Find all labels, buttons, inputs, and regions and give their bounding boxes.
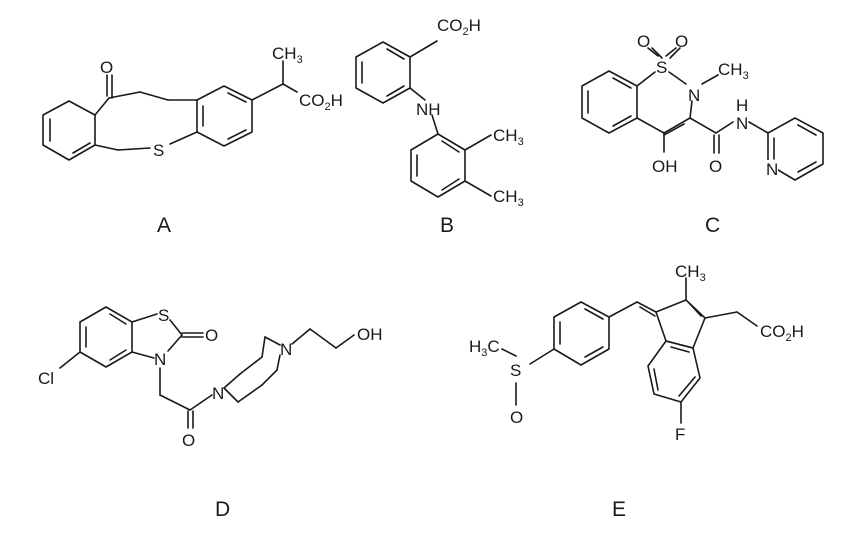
methyl-label: CH3 [675,262,706,284]
hydroxyl-label: OH [652,157,678,176]
carboxylic-acid-label: CO2H [760,322,804,344]
atom-o-sulfinyl: O [510,408,523,427]
amide-h-label: H [736,96,748,115]
n-methyl-label: CH3 [718,60,749,82]
methyl-label-upper: CH3 [493,126,524,148]
atom-s-ring: S [153,141,164,160]
carboxylic-acid-label: CO2H [437,16,481,38]
s-methyl-label: H3C [469,337,500,359]
hydroxyl-label: OH [357,325,383,344]
atom-n-piperazine-alkyl: N [280,340,292,359]
atom-n-piperazine-amide: N [212,384,224,403]
carboxylic-acid-label: CO2H [299,91,343,113]
atom-o-amide: O [182,431,195,450]
structure-d: S O N Cl N N OH O [38,306,383,450]
atom-o-sulfonyl-left: O [637,32,650,51]
structure-b: CO2H NH CH3 CH3 [355,16,524,209]
atom-n-pyridine: N [766,160,778,179]
amine-nh-label: NH [416,100,441,119]
caption-d: D [215,498,230,521]
fluoro-label: F [675,425,685,444]
caption-a: A [157,214,171,237]
atom-s-ring: S [158,306,169,325]
methyl-label-lower: CH3 [493,187,524,209]
atom-s-ring: S [656,58,667,77]
atom-o-ketone: O [100,58,113,77]
caption-e: E [612,498,626,521]
atom-s-sulfinyl: S [510,361,521,380]
structure-a: O S CH3 CO2H [42,44,343,161]
structure-e: CH3 CO2H H3C S O F [469,262,804,444]
chloro-label: Cl [38,369,54,388]
methyl-label: CH3 [272,44,303,66]
atom-o-sulfonyl-right: O [675,32,688,51]
atom-o-carbonyl: O [205,326,218,345]
atom-o-amide: O [709,157,722,176]
structure-c: O O S N CH3 H N OH O N [581,32,824,181]
atom-n-amide: N [736,114,748,133]
caption-b: B [440,214,454,237]
atom-n-ring: N [154,350,166,369]
caption-c: C [705,214,720,237]
atom-n-ring: N [688,86,700,105]
